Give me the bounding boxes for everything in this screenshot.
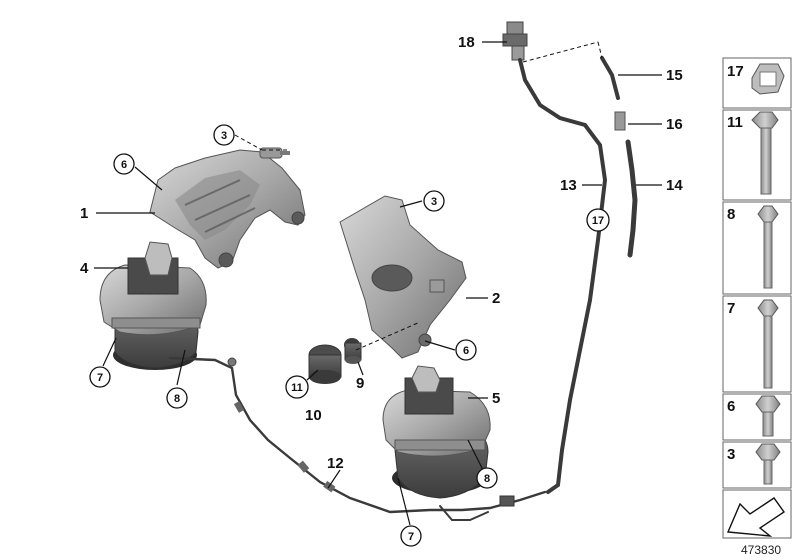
vacuum-hose-upper: [600, 56, 620, 100]
svg-text:11: 11: [291, 382, 303, 394]
label-5: 5: [492, 390, 500, 407]
circled-label-8-right: 8: [476, 467, 498, 489]
engine-mount-left: [99, 241, 207, 370]
label-18: 18: [458, 34, 475, 51]
svg-text:7: 7: [408, 531, 414, 543]
svg-text:6: 6: [121, 159, 127, 171]
engine-bracket-left: [149, 147, 306, 269]
engine-bracket-right: [339, 195, 467, 359]
clip-17: [751, 63, 785, 95]
connector-piece: [614, 111, 626, 131]
vacuum-connector: [502, 21, 528, 61]
circled-label-3-upper: 3: [213, 124, 235, 146]
label-15: 15: [666, 67, 683, 84]
label-10: 10: [305, 407, 322, 424]
label-12: 12: [327, 455, 344, 472]
circled-label-7-left: 7: [89, 366, 111, 388]
svg-text:3: 3: [431, 196, 437, 208]
svg-text:3: 3: [221, 130, 227, 142]
rubber-buffer-large: [308, 344, 342, 384]
svg-text:6: 6: [463, 345, 469, 357]
label-2: 2: [492, 290, 500, 307]
bolt-8: [757, 205, 779, 289]
label-13: 13: [560, 177, 577, 194]
engine-mount-right: [382, 365, 491, 499]
svg-text:8: 8: [174, 393, 180, 405]
parts-side-panel: 17 11 8 7 6 3: [722, 57, 792, 539]
rubber-buffer-small: [344, 338, 362, 364]
wiring-harness: [168, 356, 547, 514]
svg-text:7: 7: [97, 372, 103, 384]
side-label-11: 11: [727, 114, 743, 131]
side-label-3: 3: [727, 446, 735, 463]
side-label-6: 6: [727, 398, 735, 415]
label-4: 4: [80, 260, 89, 277]
side-label-8: 8: [727, 206, 735, 223]
label-14: 14: [666, 177, 683, 194]
svg-text:17: 17: [592, 215, 604, 227]
side-label-7: 7: [727, 300, 735, 317]
circled-label-11: 11: [285, 375, 309, 399]
svg-text:8: 8: [484, 473, 490, 485]
vacuum-line: [518, 58, 608, 494]
leader-lines: [94, 41, 662, 526]
bolt-11: [751, 111, 779, 195]
circled-label-8-left: 8: [166, 387, 188, 409]
circled-label-3-center: 3: [423, 190, 445, 212]
circled-label-7-bottom: 7: [400, 525, 422, 547]
bolt-3: [755, 443, 781, 485]
bolt-6: [755, 395, 781, 437]
label-1: 1: [80, 205, 88, 222]
vacuum-hose-lower: [625, 139, 638, 258]
circled-label-6-upper: 6: [113, 153, 135, 175]
circled-label-6-center: 6: [455, 339, 477, 361]
circled-label-17-center: 17: [586, 208, 610, 232]
front-direction-arrow-icon: [726, 497, 785, 537]
label-9: 9: [356, 375, 364, 392]
bolt-7: [757, 299, 779, 389]
reference-number: 473830: [741, 543, 781, 557]
label-16: 16: [666, 116, 683, 133]
side-label-17: 17: [727, 63, 744, 80]
